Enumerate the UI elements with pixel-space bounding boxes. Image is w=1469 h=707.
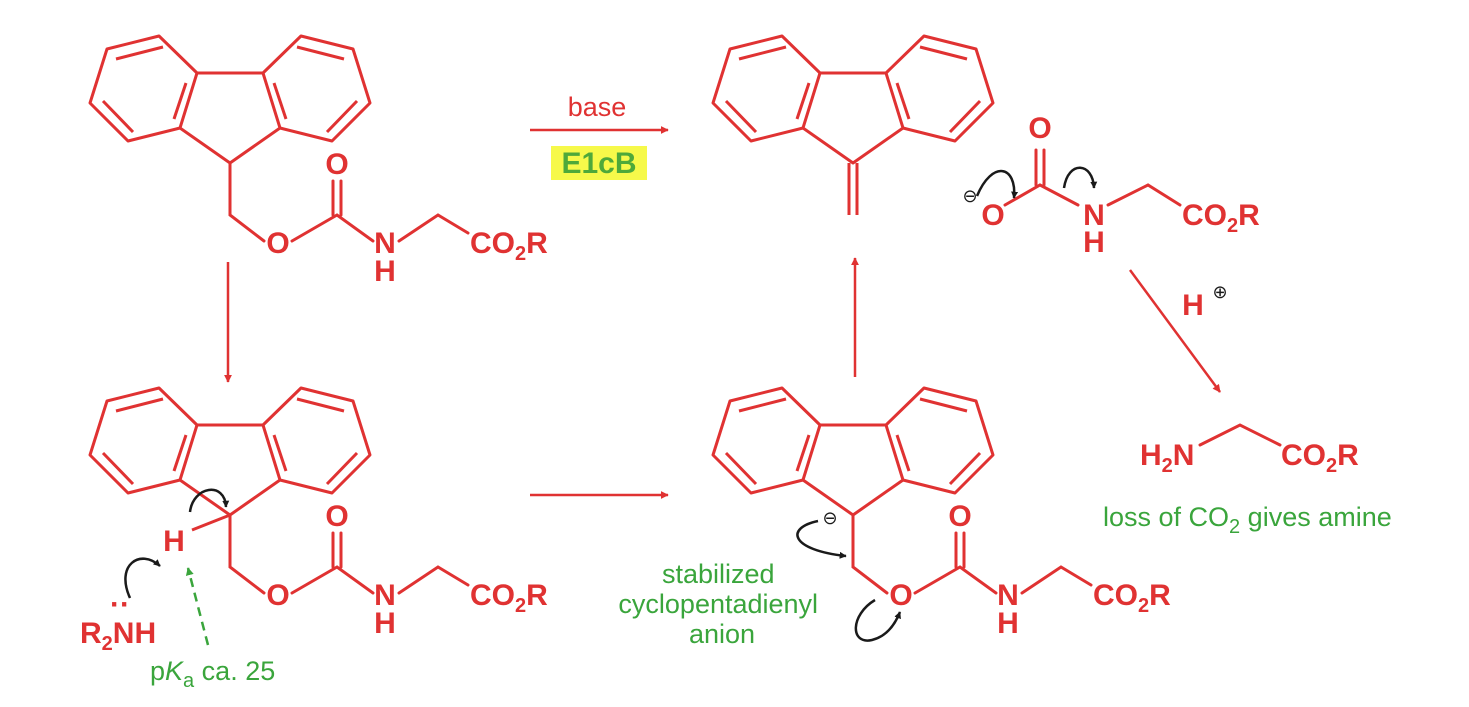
- lone-pair: ··: [110, 588, 130, 621]
- curved-arrow-anion: [796, 519, 847, 559]
- dibenzofulvene: [711, 34, 995, 215]
- amine-ester: CO2R: [1281, 439, 1359, 477]
- loss-co2-note: loss of CO2 gives amine: [1103, 502, 1392, 538]
- e1cb-label: E1cB: [561, 147, 636, 180]
- curved-arrow-nitrogen: [1062, 166, 1098, 189]
- curved-arrow-ch-bond: [188, 488, 230, 513]
- base-label: base: [568, 92, 627, 122]
- curved-arrow-lone-pair: [124, 557, 161, 599]
- pka-note: pKa ca. 25: [150, 656, 275, 692]
- carbamate-anion-ester: CO2R: [1182, 199, 1260, 237]
- carbamate-anion: O ⊖ O N H CO2R: [962, 112, 1260, 259]
- anion-charge-icon: ⊖: [822, 508, 837, 529]
- carbamate-anion-carbonyl-oxygen: O: [1028, 112, 1051, 145]
- proton-label: H: [1182, 289, 1204, 322]
- deprotonation-step: H R2NH ·· pKa ca. 25: [80, 386, 550, 692]
- curved-arrow-decarboxylation: [975, 169, 1019, 199]
- carbamate-anion-nitrogen: N: [1083, 199, 1105, 232]
- cyclopentadienyl-anion: ⊖ stabilized cyclopentadienyl anion: [618, 386, 1173, 649]
- e1cb-highlight: [551, 146, 647, 180]
- stabilized-anion-note: stabilized cyclopentadienyl anion: [618, 559, 825, 649]
- fmoc-carbamate-start: [88, 34, 550, 290]
- carbamate-anion-nh-hydrogen: H: [1083, 226, 1105, 259]
- pka-pointer-arrow: [185, 567, 210, 646]
- free-amine-product: H2N CO2R loss of CO2 gives amine: [1103, 423, 1392, 538]
- carboxylate-oxygen: O: [981, 199, 1004, 232]
- acidic-hydrogen: H: [163, 525, 185, 558]
- proton-charge-icon: ⊕: [1212, 282, 1227, 303]
- amine-nh2: H2N: [1140, 439, 1194, 477]
- carboxylate-charge-icon: ⊖: [962, 186, 977, 207]
- amine-base: R2NH: [80, 617, 156, 655]
- reaction-arrow-protonation: [1128, 269, 1222, 393]
- curved-arrow-leaving-group: [854, 598, 902, 642]
